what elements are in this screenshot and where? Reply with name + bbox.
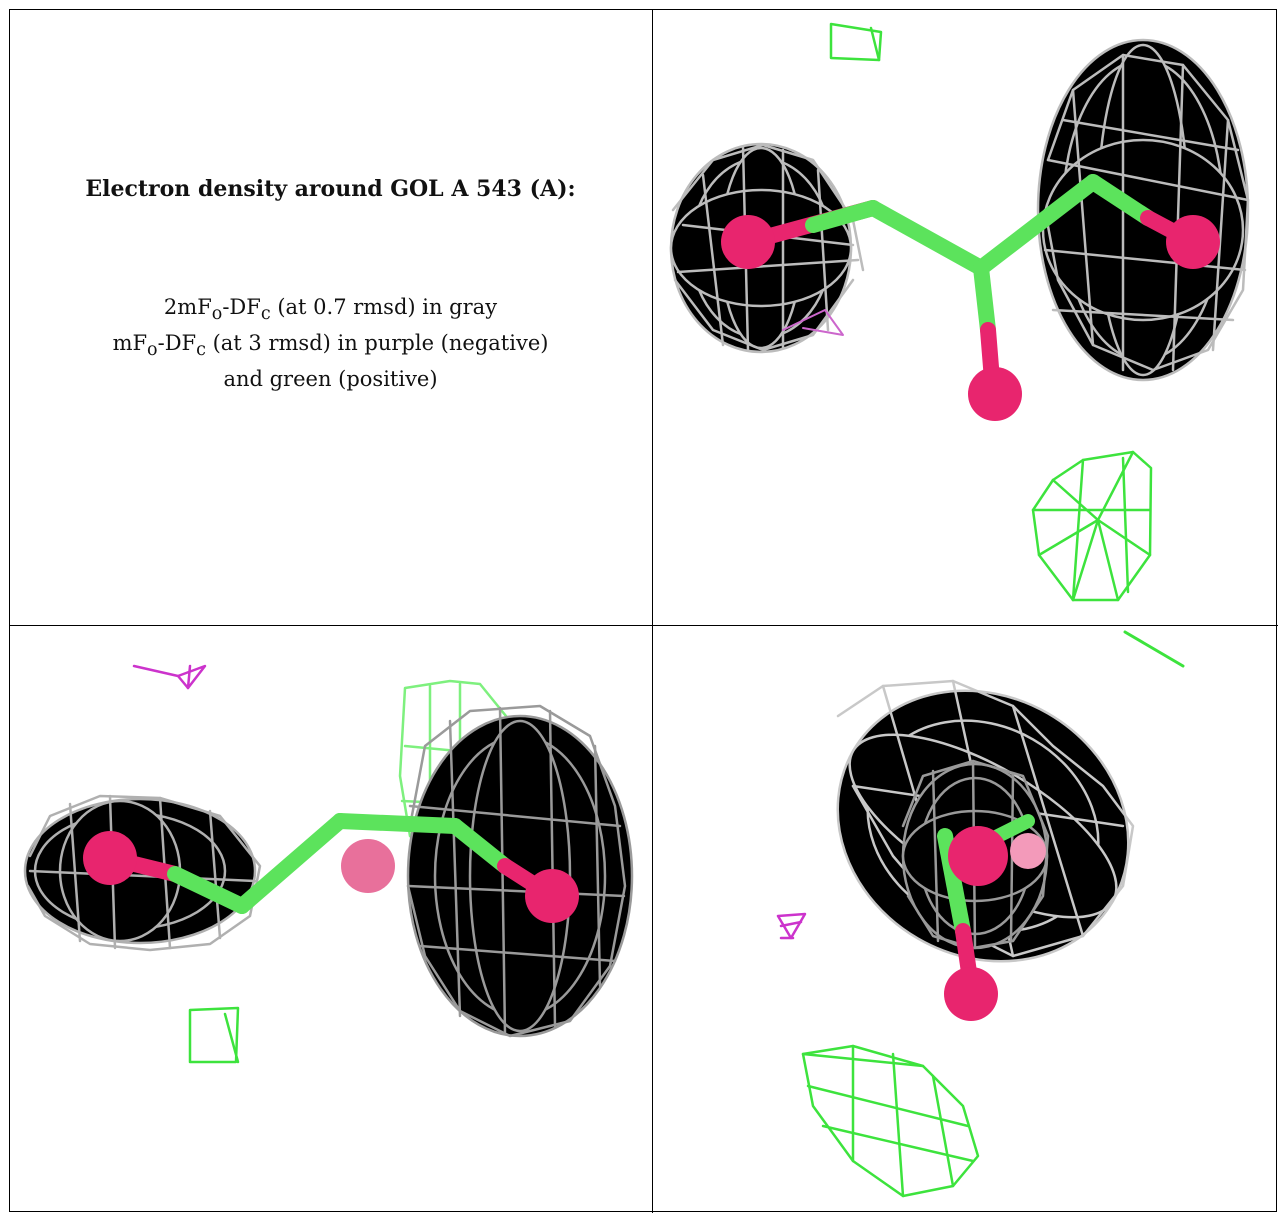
legend-text: 2mFo-DFc (at 0.7 rmsd) in gray mFo-DFc (… (10, 293, 651, 394)
negative-density-blob (132, 664, 207, 690)
figure-table (9, 9, 1277, 1212)
view-bottom-left (10, 626, 651, 1212)
glycerol-model (937, 814, 1046, 1021)
column-divider (652, 9, 653, 1213)
legend-line-positive: and green (positive) (223, 367, 438, 392)
glycerol-model (83, 813, 579, 923)
positive-density-blob-small (829, 22, 883, 62)
positive-density-blob-small (1123, 630, 1185, 668)
legend-line-fofc: mFo-DFc (at 3 rmsd) in purple (negative) (112, 331, 549, 361)
positive-density-blob-small (188, 1006, 240, 1064)
figure-title: Electron density around GOL A 543 (A): (85, 176, 576, 202)
negative-density-blob (776, 912, 807, 940)
glycerol-model (721, 174, 1220, 421)
positive-density-blob-large (801, 1044, 980, 1198)
row-divider (9, 625, 1278, 626)
view-bottom-right (653, 626, 1277, 1212)
caption-cell: Electron density around GOL A 543 (A): 2… (10, 10, 651, 624)
view-top-right (653, 10, 1277, 624)
positive-density-blob-large (1031, 450, 1153, 602)
negative-density-blob (782, 309, 844, 336)
legend-line-2fofc: 2mFo-DFc (at 0.7 rmsd) in gray (163, 295, 498, 325)
